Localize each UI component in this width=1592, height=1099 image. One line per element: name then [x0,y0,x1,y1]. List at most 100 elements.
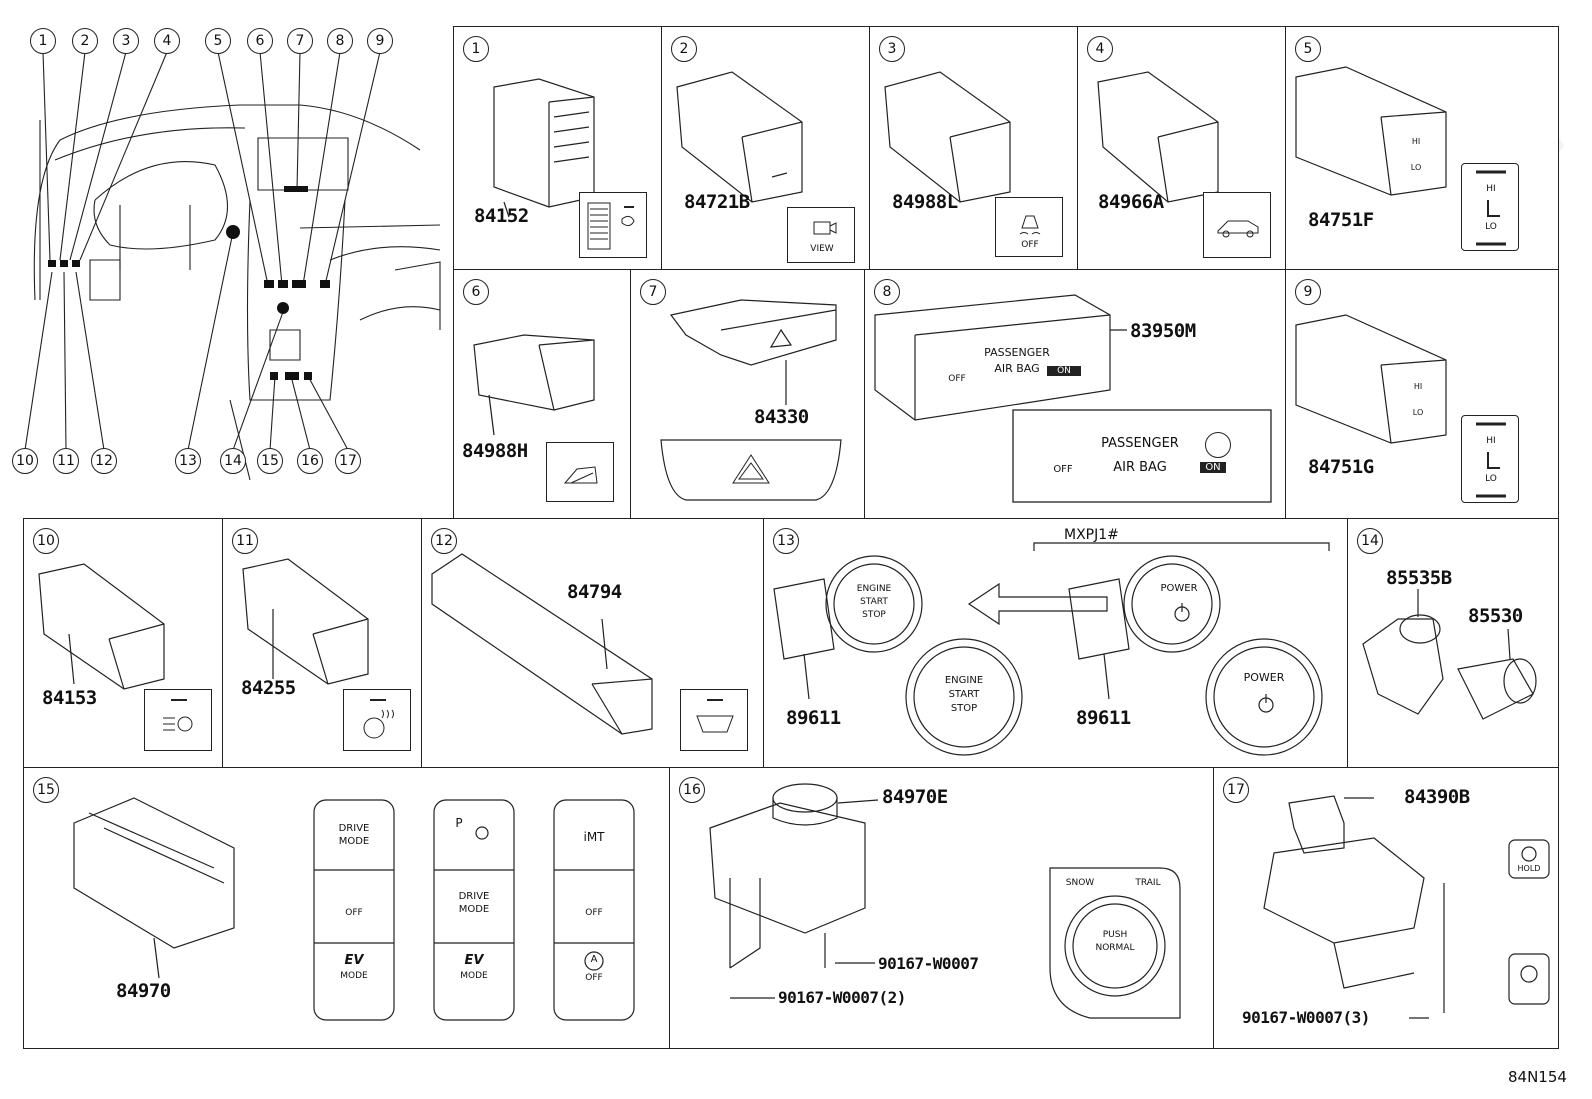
strip3-imt: iMT [583,830,605,844]
overview-callout-4: 4 [154,28,180,54]
engine-label-2: START [860,597,888,607]
panel-index: 4 [1087,36,1113,62]
switch-drawing [1295,66,1447,196]
dial-snow: SNOW [1065,878,1095,888]
passenger-airbag-icon [1205,432,1231,458]
overview-callout-16: 16 [297,448,323,474]
panel-index: 13 [773,528,799,554]
steering-heater-icon [343,689,411,751]
part-number: 84153 [42,687,97,709]
switch-drawing [884,71,1011,203]
push-button-drawing [773,542,1330,756]
auto-high-beam-icon [144,689,212,751]
part-number: 84390B [1404,786,1470,808]
panel-15[interactable]: 15 DRIVE MODE OFF EV MODE P DRIVE MODE E… [23,767,670,1049]
overview-callout-8: 8 [327,28,353,54]
panel-7[interactable]: 7 84330 [630,269,865,519]
hi-label: HI [1411,137,1421,146]
power-label-big: POWER [1243,671,1285,684]
part-number: 84794 [567,581,622,603]
panel-index: 6 [463,279,489,305]
strip2-ev: EV [464,953,484,968]
strip1-mode: MODE [338,836,370,847]
indicator-on: ON [1200,462,1226,473]
dashboard-line-art [24,51,441,481]
panel-16[interactable]: 16 84970E 90167-W0007 90167-W0007(2) SNO… [669,767,1214,1049]
lo-label: LO [1412,408,1424,417]
power-door-icon [1203,192,1271,258]
panel-index: 17 [1223,777,1249,803]
part-number: 84152 [474,205,529,227]
part-number: 84330 [754,406,809,428]
engine-big-3: STOP [950,703,978,714]
icon-hi: HI [1486,436,1496,446]
switch-drawing [660,299,842,501]
overview-callout-1: 1 [30,28,56,54]
panel-index: 12 [431,528,457,554]
icon-lo: LO [1485,222,1497,232]
overview-callout-14: 14 [220,448,246,474]
part-number-b: 85530 [1468,605,1523,627]
panel-13[interactable]: 13 MXPJ1# ENGINE START STOP ENGINE START… [763,518,1348,768]
panel-10[interactable]: 10 84153 [23,518,223,768]
part-number: 84970 [116,980,171,1002]
overview-callout-5: 5 [205,28,231,54]
dial-normal: NORMAL [1095,943,1135,953]
switch-drawing [242,558,369,685]
windshield-heater-icon [680,689,748,751]
part-number: 84751G [1308,456,1374,478]
panel-4[interactable]: 4 84966A [1077,26,1286,270]
strip1-ev-mode: MODE [340,971,368,981]
bolt-part-2: 90167-W0007(2) [778,988,906,1007]
hi-label: HI [1413,382,1423,391]
panel-index: 2 [671,36,697,62]
part-number-right: 89611 [1076,707,1131,729]
strip1-ev: EV [344,953,364,968]
panel-index: 8 [874,279,900,305]
overview-callout-9: 9 [367,28,393,54]
diagram-code: 84N154 [1508,1068,1567,1086]
panel-index: 1 [463,36,489,62]
module-label-1: PASSENGER [984,346,1050,359]
engine-big-1: ENGINE [944,675,984,686]
panel-6[interactable]: 6 84988H [453,269,631,519]
icon-label: OFF [1021,240,1039,250]
socket-drawing [1362,589,1537,720]
dial-drawing [709,783,1181,1019]
panel-14[interactable]: 14 85535B 85530 [1347,518,1559,768]
strip3-a-off: OFF [585,973,603,983]
overview-drawing: 1 2 3 4 5 6 7 8 9 10 11 12 13 14 15 16 1… [0,0,445,500]
overview-callout-11: 11 [53,448,79,474]
switch-drawing [431,553,653,735]
panel-8[interactable]: 8 83950M PASSENGER AIR BAG OFF ON PASSEN… [864,269,1286,519]
engine-label-1: ENGINE [856,584,892,594]
module-label-2: AIR BAG [994,362,1040,375]
indicator-label-2: AIR BAG [1113,460,1167,475]
module-on: ON [1047,366,1081,376]
bolt-part: 90167-W0007(3) [1242,1008,1370,1027]
overview-callout-7: 7 [287,28,313,54]
panel-index: 14 [1357,528,1383,554]
panel-index: 9 [1295,279,1321,305]
module-off: OFF [948,374,966,384]
overview-callout-10: 10 [12,448,38,474]
panel-3[interactable]: 3 84988L OFF [869,26,1078,270]
panel-9[interactable]: 9 HI LO 84751G HI LO [1285,269,1559,519]
part-number: 83950M [1130,320,1196,342]
part-number: 84721B [684,191,750,213]
icon-hi: HI [1486,184,1496,194]
switch-drawing [1295,314,1447,444]
panel-2[interactable]: 2 84721B VIEW [661,26,870,270]
switch-assembly-drawing [1263,795,1550,1019]
switch-drawing [473,334,595,436]
panel-11[interactable]: 11 84255 [222,518,422,768]
seat-heater-icon: HI LO [1461,415,1519,503]
panel-17[interactable]: 17 84390B 90167-W0007(3) HOLD [1213,767,1559,1049]
panel-5[interactable]: 5 HI LO 84751F HI LO [1285,26,1559,270]
panel-12[interactable]: 12 84794 [421,518,764,768]
power-label-small: POWER [1160,583,1198,594]
module-drawing [874,294,1272,503]
panel-1[interactable]: 1 84152 [453,26,662,270]
part-number: 84255 [241,677,296,699]
strip2-ev-mode: MODE [460,971,488,981]
